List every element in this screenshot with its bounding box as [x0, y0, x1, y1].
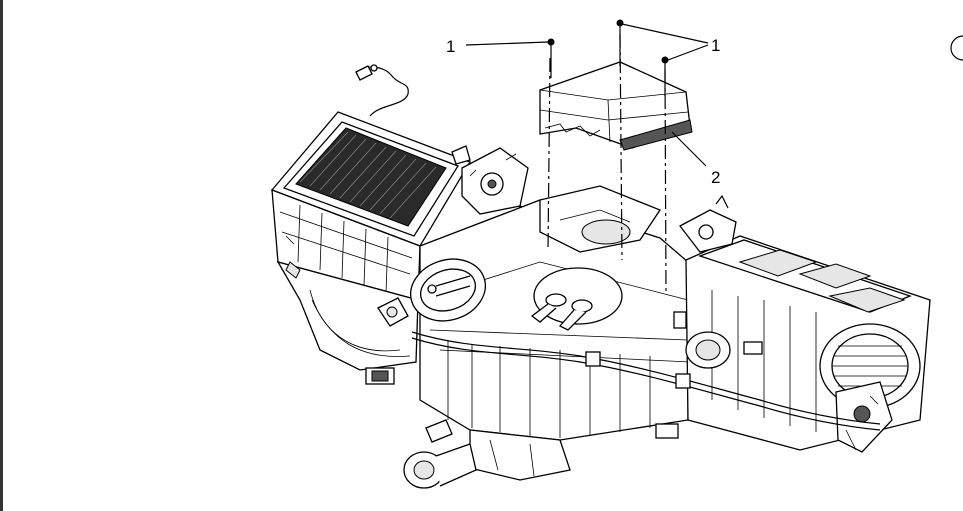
blower-actuator: [835, 381, 893, 453]
callout-1-left: 1: [446, 37, 455, 56]
blower-wheel: [819, 323, 921, 409]
left-border: [0, 0, 3, 511]
evaporator-pipes: [530, 267, 623, 331]
fastener-alignment-lines: [547, 33, 667, 293]
drain-outlet: [403, 443, 477, 489]
right-housing: [679, 194, 931, 453]
central-housing: [419, 199, 691, 481]
callout-1-right: 1: [711, 36, 720, 55]
view-indicator-circle: [950, 35, 963, 61]
actuator-top-right: [679, 194, 737, 253]
screws: [547, 19, 669, 96]
sensor-wire: [355, 64, 409, 117]
callout-2: 2: [711, 168, 720, 187]
filter-mesh: [295, 127, 447, 227]
screw-center: [616, 19, 624, 27]
screw-right: [661, 56, 669, 64]
evaporator-cover: [539, 61, 693, 151]
screw-left: [547, 38, 555, 46]
leader-lines: [465, 23, 709, 167]
upper-duct-opening: [539, 185, 661, 253]
heater-core-port: [410, 258, 486, 322]
wire-harness: [411, 311, 881, 439]
electrical-connectors: [377, 297, 453, 443]
